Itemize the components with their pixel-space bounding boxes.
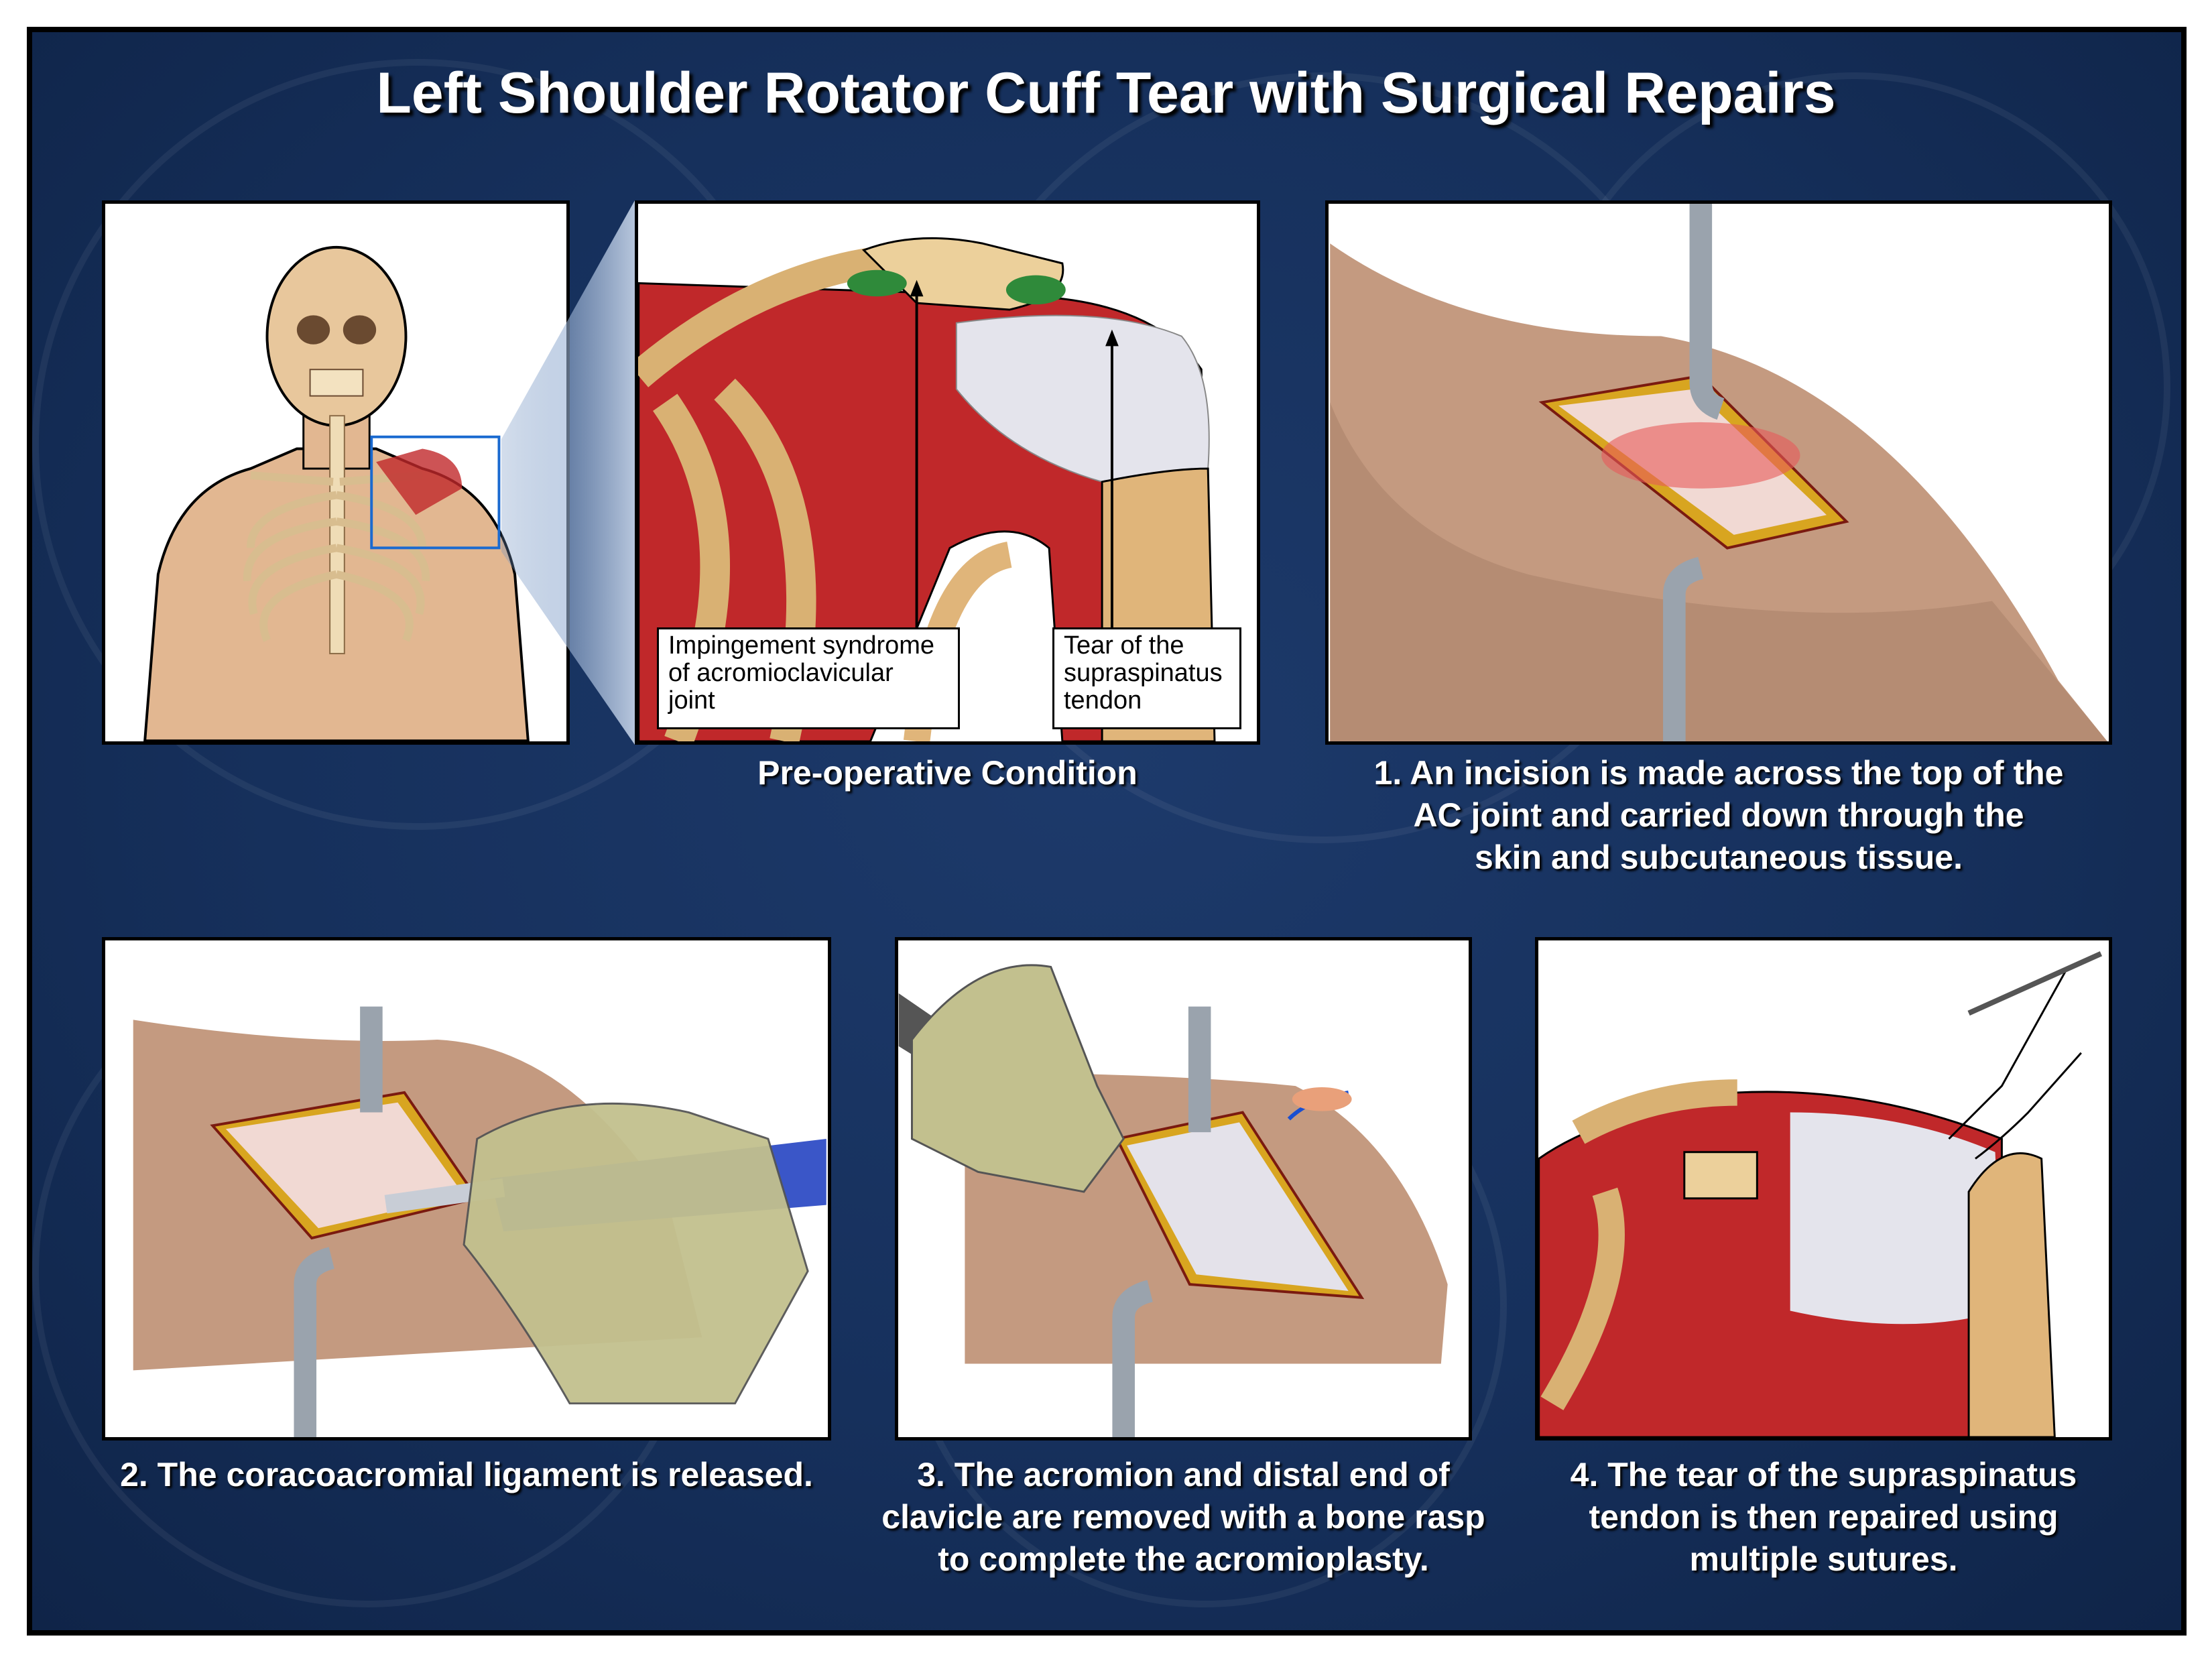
tear-label: Tear of the supraspinatus tendon — [1052, 627, 1241, 729]
label-line: Tear of the — [1064, 631, 1184, 660]
page-title: Left Shoulder Rotator Cuff Tear with Sur… — [376, 61, 1836, 125]
step3-panel — [895, 937, 1472, 1440]
glove-hand — [463, 1102, 809, 1405]
step1-caption: 1. An incision is made across the top of… — [1325, 752, 2112, 879]
ligament-release-illustration — [133, 1006, 826, 1437]
body-overview-panel — [102, 200, 570, 745]
caption-line: skin and subcutaneous tissue. — [1475, 839, 1963, 876]
label-line: tendon — [1064, 686, 1142, 715]
step2-caption: 2. The coracoacromial ligament is releas… — [102, 1454, 831, 1496]
caption-line: multiple sutures. — [1689, 1540, 1958, 1578]
caption-line: clavicle are removed with a bone rasp — [881, 1498, 1485, 1536]
step3-caption: 3. The acromion and distal end of clavic… — [855, 1454, 1512, 1581]
preop-caption: Pre-operative Condition — [757, 754, 1138, 792]
caption-line: to complete the acromioplasty. — [938, 1540, 1429, 1578]
label-line: of acromioclavicular — [668, 659, 894, 687]
caption-line: tendon is then repaired using — [1589, 1498, 2059, 1536]
caption-line: AC joint and carried down through the — [1413, 796, 2024, 834]
incision-illustration — [1330, 204, 2107, 741]
acromioplasty-illustration — [898, 964, 1448, 1437]
caption-line: 4. The tear of the supraspinatus — [1570, 1456, 2077, 1493]
caption-line: 3. The acromion and distal end of — [917, 1456, 1450, 1493]
suture-repair-illustration — [1538, 951, 2103, 1437]
step1-panel — [1325, 200, 2112, 745]
step4-panel — [1535, 937, 2112, 1440]
label-line: Impingement syndrome — [668, 631, 935, 660]
step2-panel — [102, 937, 831, 1440]
caption-line: 2. The coracoacromial ligament is releas… — [120, 1456, 813, 1493]
zoom-region-box — [370, 435, 501, 550]
label-line: supraspinatus — [1064, 659, 1223, 687]
skeleton-illustration — [143, 245, 530, 741]
step4-caption: 4. The tear of the supraspinatus tendon … — [1515, 1454, 2132, 1581]
label-line: joint — [668, 686, 715, 715]
glove-hand — [910, 964, 1125, 1193]
caption-line: 1. An incision is made across the top of… — [1373, 754, 2064, 792]
impingement-label: Impingement syndrome of acromioclavicula… — [657, 627, 960, 729]
preop-panel: Impingement syndrome of acromioclavicula… — [635, 200, 1260, 745]
